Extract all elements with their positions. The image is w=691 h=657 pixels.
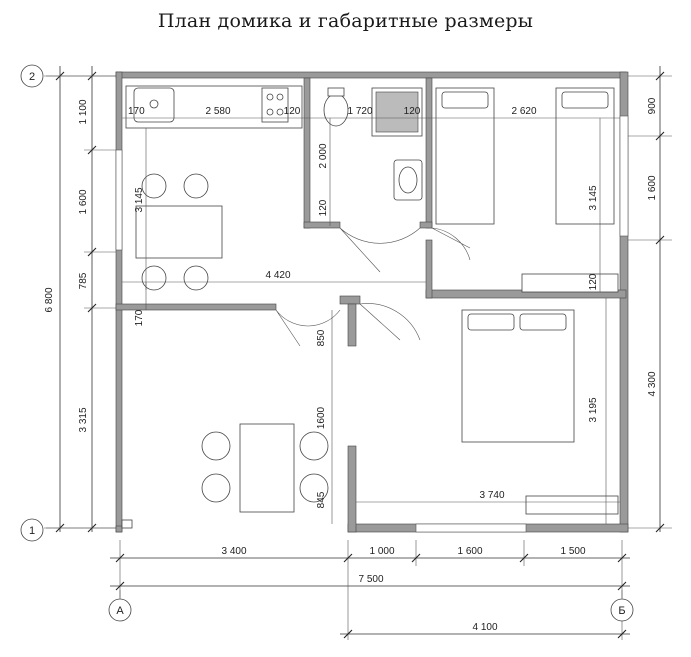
dim-left-total: 6 800 [44,287,55,312]
dim-left-1600: 1 600 [78,189,89,214]
dim-bath-1720: 1 720 [347,106,372,117]
axis-bubble-2 [20,64,44,88]
dim-bed1-120: 120 [588,273,599,290]
interior-dims [122,117,620,524]
dim-living-170: 170 [134,309,145,326]
dim-bath-2000: 2 000 [318,143,329,168]
dim-kitchen-2580: 2 580 [205,106,230,117]
dim-kitchen-170: 170 [128,106,145,117]
dim-left-1100: 1 100 [78,99,89,124]
dim-bed2-3740: 3 740 [479,490,504,501]
axis-bubble-1 [20,518,44,542]
walls [115,71,629,533]
wardrobe-icon [521,273,619,293]
dim-bottom-1500: 1 500 [560,546,585,557]
chair-icon [299,473,329,503]
page-title: План домика и габаритные размеры [157,10,534,32]
dim-hall-1600: 1600 [316,406,327,429]
dim-bed1-3145: 3 145 [588,185,599,210]
axis-bubble-a [108,598,132,622]
kitchen [125,85,303,291]
dim-living-4420: 4 420 [265,270,290,281]
dim-right-900: 900 [647,97,658,114]
doors [275,227,471,347]
stove-icon [261,87,289,123]
bedroom-2 [461,309,619,515]
table-icon [239,423,295,513]
axis-label-a: А [116,605,124,617]
axis-label-2: 2 [29,71,35,83]
axis-label-1: 1 [29,525,35,537]
chair-icon [201,431,231,461]
dim-bottom-1600: 1 600 [457,546,482,557]
chair-icon [201,473,231,503]
dim-bath-120b: 120 [318,199,329,216]
dim-left-3315: 3 315 [78,407,89,432]
bathroom [323,87,423,201]
dim-right-1600: 1 600 [647,175,658,200]
bedroom-1 [435,87,619,293]
dim-bottom-3400: 3 400 [221,546,246,557]
dim-left-785: 785 [78,272,89,289]
chair-icon [141,173,167,199]
toilet-icon [323,93,349,127]
dim-bottom-1000: 1 000 [369,546,394,557]
bed-icon [435,87,495,225]
chair-icon [183,265,209,291]
dim-bottom-4100: 4 100 [472,622,497,633]
dim-bed1-2620: 2 620 [511,106,536,117]
dim-kitchen-120: 120 [284,106,301,117]
dim-bed2-3195: 3 195 [588,397,599,422]
dim-kitchen-3145: 3 145 [134,187,145,212]
dim-bottom-7500: 7 500 [358,574,383,585]
chair-icon [299,431,329,461]
chair-icon [141,265,167,291]
dim-hall-850: 850 [316,329,327,346]
bed-icon [555,87,615,225]
chair-icon [183,173,209,199]
axis-label-b: Б [618,605,625,617]
dim-bath-120: 120 [404,106,421,117]
double-bed-icon [461,309,575,443]
dim-right-4300: 4 300 [647,371,658,396]
living-room [121,423,329,529]
dim-hall-845: 845 [316,491,327,508]
dining-table-icon [135,205,223,259]
axis-bubble-b [610,598,634,622]
wardrobe-icon [525,495,619,515]
